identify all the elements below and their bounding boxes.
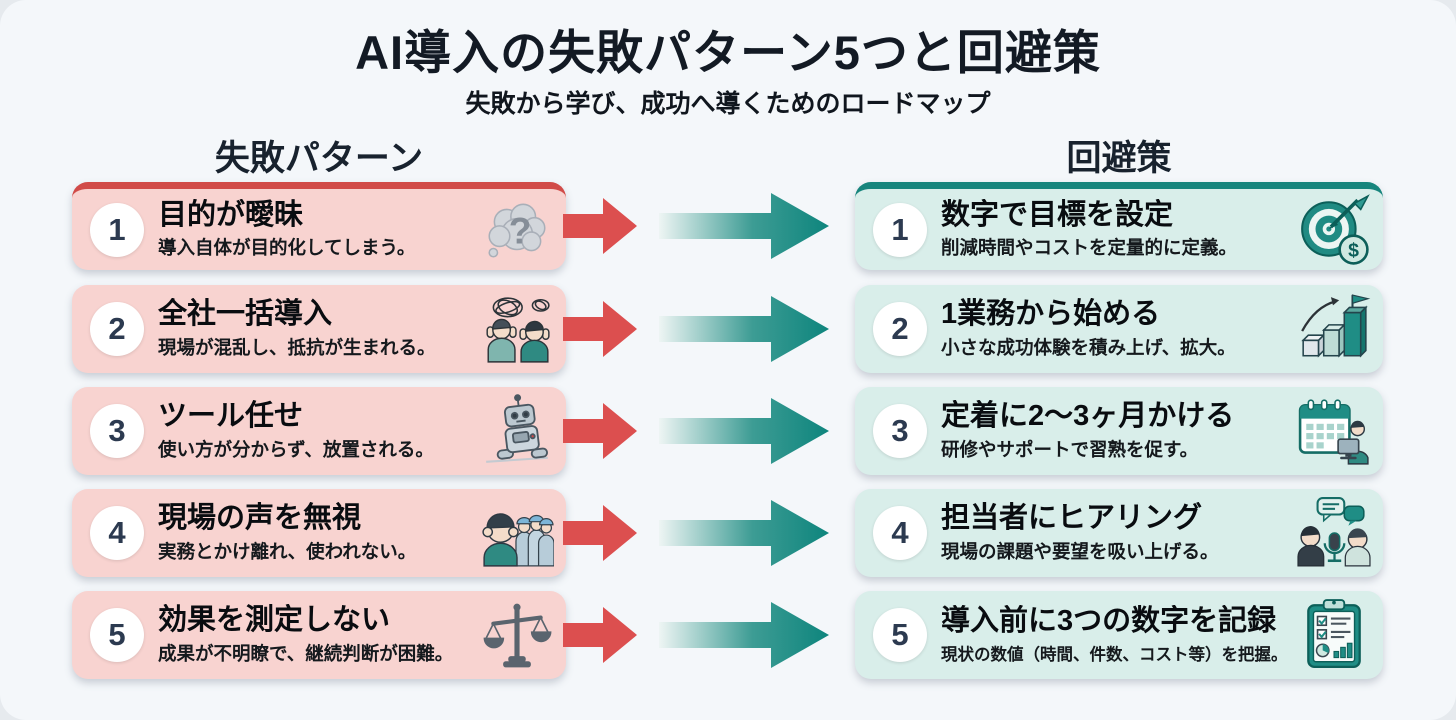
question-cloud-icon: ? — [478, 191, 556, 269]
teal-arrow-icon — [659, 193, 829, 259]
avoidance-column-header: 回避策 — [1066, 139, 1172, 178]
red-arrow-icon — [563, 403, 637, 459]
svg-text:$: $ — [1348, 239, 1359, 261]
target-dollar-icon: $ — [1295, 191, 1373, 269]
number-badge: 1 — [873, 202, 927, 257]
row-5: 5 効果を測定しない 成果が不明瞭で、継続判断が困難。 — [0, 591, 1456, 679]
avoidance-desc: 小さな成功体験を積み上げ、拡大。 — [941, 336, 1236, 358]
failure-desc: 使い方が分からず、放置される。 — [158, 438, 434, 460]
number-badge: 2 — [90, 302, 144, 356]
red-arrow-icon — [563, 198, 637, 254]
balance-scale-icon — [478, 596, 556, 674]
page-title: AI導入の失敗パターン5つと回避策 — [355, 26, 1101, 79]
failure-title: 目的が曖昧 — [158, 198, 304, 231]
confused-people-icon — [478, 290, 556, 368]
failure-title: 現場の声を無視 — [158, 502, 362, 535]
calendar-training-icon — [1295, 392, 1373, 470]
failure-title: ツール任せ — [158, 400, 304, 433]
failure-card-4: 4 現場の声を無視 実務とかけ離れ、使われない。 — [72, 489, 566, 577]
red-arrow-icon — [563, 301, 637, 357]
teal-arrow-icon — [659, 602, 829, 668]
red-arrow-icon — [563, 505, 637, 561]
abandoned-robot-icon — [478, 392, 556, 470]
failure-desc: 導入自体が目的化してしまう。 — [158, 237, 416, 259]
row-4: 4 現場の声を無視 実務とかけ離れ、使われない。 — [0, 489, 1456, 577]
avoidance-desc: 現場の課題や要望を吸い上げる。 — [941, 540, 1219, 562]
number-badge: 3 — [873, 404, 927, 458]
avoidance-title: 定着に2〜3ヶ月かける — [941, 400, 1235, 433]
avoidance-card-3: 3 定着に2〜3ヶ月かける 研修やサポートで習熟を促す。 — [855, 387, 1383, 475]
number-badge: 2 — [873, 302, 927, 356]
avoidance-desc: 現状の数値（時間、件数、コスト等）を把握。 — [941, 645, 1288, 664]
failure-card-2: 2 全社一括導入 現場が混乱し、抵抗が生まれる。 — [72, 285, 566, 373]
avoidance-card-4: 4 担当者にヒアリング 現場の課題や要望を吸い上げる。 — [855, 489, 1383, 577]
avoidance-card-1: 1 数字で目標を設定 削減時間やコストを定量的に定義。 $ — [855, 182, 1383, 270]
row-2: 2 全社一括導入 現場が混乱し、抵抗が生まれる。 — [0, 285, 1456, 373]
failure-desc: 実務とかけ離れ、使われない。 — [158, 540, 417, 562]
number-badge: 1 — [90, 202, 144, 257]
failure-card-1: 1 目的が曖昧 導入自体が目的化してしまう。 ? — [72, 182, 566, 270]
avoidance-desc: 削減時間やコストを定量的に定義。 — [941, 237, 1238, 259]
row-1: 1 目的が曖昧 導入自体が目的化してしまう。 ? 1 — [0, 182, 1456, 270]
avoidance-desc: 研修やサポートで習熟を促す。 — [941, 438, 1199, 460]
avoidance-title: 1業務から始める — [941, 298, 1161, 331]
avoidance-title: 導入前に3つの数字を記録 — [941, 605, 1277, 638]
failure-title: 全社一括導入 — [158, 298, 333, 331]
avoidance-title: 担当者にヒアリング — [941, 502, 1203, 535]
number-badge: 3 — [90, 404, 144, 458]
number-badge: 4 — [90, 506, 144, 560]
avoidance-title: 数字で目標を設定 — [941, 198, 1174, 231]
failure-desc: 現場が混乱し、抵抗が生まれる。 — [158, 336, 436, 358]
failure-title: 効果を測定しない — [158, 604, 391, 637]
failures-column-header: 失敗パターン — [214, 139, 424, 178]
page-subtitle: 失敗から学び、成功へ導くためのロードマップ — [465, 90, 991, 118]
ignoring-workers-icon — [478, 494, 556, 572]
teal-arrow-icon — [659, 398, 829, 464]
svg-text:?: ? — [509, 210, 532, 251]
avoidance-card-2: 2 1業務から始める 小さな成功体験を積み上げ、拡大。 — [855, 285, 1383, 373]
teal-arrow-icon — [659, 500, 829, 566]
number-badge: 4 — [873, 506, 927, 560]
growth-chart-flag-icon — [1295, 290, 1373, 368]
interview-mic-icon — [1295, 494, 1373, 572]
number-badge: 5 — [873, 608, 927, 662]
row-3: 3 ツール任せ 使い方が分からず、放置される。 — [0, 387, 1456, 475]
red-arrow-icon — [563, 607, 637, 663]
number-badge: 5 — [90, 608, 144, 662]
avoidance-card-5: 5 導入前に3つの数字を記録 現状の数値（時間、件数、コスト等）を把握。 — [855, 591, 1383, 679]
clipboard-metrics-icon — [1295, 596, 1373, 674]
failure-card-3: 3 ツール任せ 使い方が分からず、放置される。 — [72, 387, 566, 475]
teal-arrow-icon — [659, 296, 829, 362]
failure-desc: 成果が不明瞭で、継続判断が困難。 — [158, 642, 454, 664]
failure-card-5: 5 効果を測定しない 成果が不明瞭で、継続判断が困難。 — [72, 591, 566, 679]
